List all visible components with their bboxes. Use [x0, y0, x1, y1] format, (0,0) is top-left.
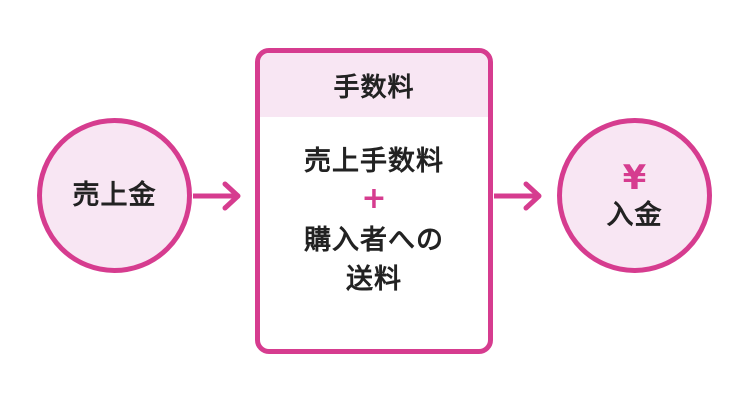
plus-sign: + — [361, 180, 387, 216]
fee-box-body: 売上手数料 + 購入者への 送料 — [260, 117, 488, 299]
deposit-node: ¥ 入金 — [557, 118, 712, 273]
arrow-right-icon — [494, 181, 542, 211]
deposit-label: 入金 — [606, 199, 663, 231]
shipping-fee-label-line1: 購入者への — [304, 224, 444, 256]
sales-label: 売上金 — [72, 179, 157, 211]
fee-box-header: 手数料 — [260, 53, 488, 117]
sales-fee-label: 売上手数料 — [304, 146, 444, 177]
sales-node: 売上金 — [37, 118, 192, 273]
fee-box-title: 手数料 — [333, 72, 415, 103]
shipping-fee-label-line2: 送料 — [346, 263, 402, 295]
fee-box: 手数料 売上手数料 + 購入者への 送料 — [255, 48, 493, 354]
arrow-right-icon — [193, 181, 241, 211]
yen-icon: ¥ — [622, 157, 647, 198]
